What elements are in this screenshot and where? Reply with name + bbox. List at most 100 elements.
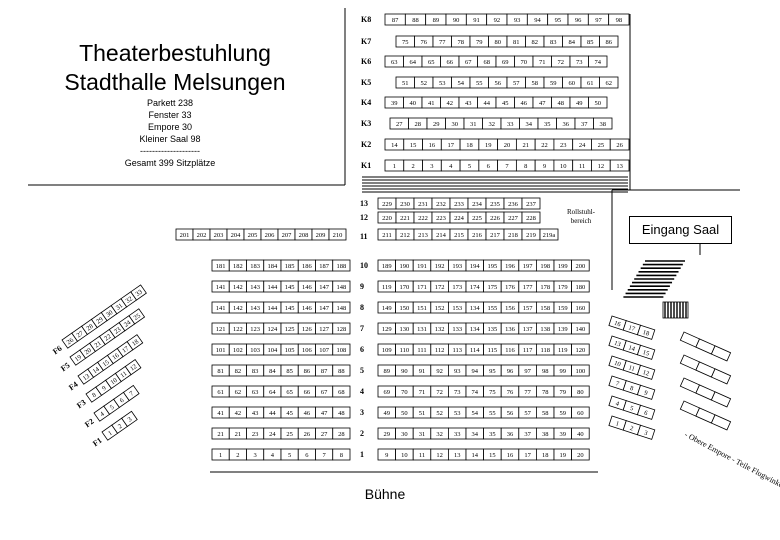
seat-number: 18 xyxy=(466,142,473,149)
seat-number: 100 xyxy=(576,368,586,375)
seat-number: 70 xyxy=(401,389,408,396)
seat: 155 xyxy=(483,301,502,314)
seat: 91 xyxy=(465,13,488,26)
seat: 232 xyxy=(431,197,451,210)
seat: 199 xyxy=(553,259,573,272)
seat: 51 xyxy=(395,76,415,89)
capacity-summary: Parkett 238 Fenster 33 Empore 30 Kleiner… xyxy=(80,97,260,169)
row-label: K3 xyxy=(361,119,371,128)
seat-number: 7 xyxy=(505,163,509,170)
seat: 146 xyxy=(297,301,316,314)
seat: 3 xyxy=(636,424,656,440)
seat: 234 xyxy=(467,197,487,210)
seat: 159 xyxy=(553,301,573,314)
seat: 98 xyxy=(608,13,630,26)
seat: 78 xyxy=(536,385,555,398)
seat: 197 xyxy=(518,259,537,272)
seat: 87 xyxy=(315,364,334,377)
seat: 38 xyxy=(593,117,613,130)
seat: 185 xyxy=(280,259,299,272)
seat: 32 xyxy=(482,117,502,130)
seat-number: 153 xyxy=(452,305,462,312)
row-label: F4 xyxy=(67,380,79,392)
seat-number: 208 xyxy=(299,232,309,239)
seat-number: 172 xyxy=(435,284,445,291)
seat-number: 41 xyxy=(217,410,224,417)
seat-number: 71 xyxy=(539,59,546,66)
seat-number: 80 xyxy=(577,389,584,396)
seat-number: 93 xyxy=(514,17,521,24)
seat: 75 xyxy=(483,385,502,398)
seat-number: 16 xyxy=(429,142,436,149)
title-line-2: Stadthalle Melsungen xyxy=(64,69,286,95)
seat-number: 84 xyxy=(269,368,276,375)
seat-number: 203 xyxy=(214,232,224,239)
seat-number: 237 xyxy=(526,201,537,208)
row-label: 5 xyxy=(360,366,364,375)
seat-number: 46 xyxy=(521,100,528,107)
seat: 202 xyxy=(192,228,211,241)
seat-number: 69 xyxy=(384,389,391,396)
seat: 175 xyxy=(483,280,502,293)
seat-number: 33 xyxy=(134,289,143,298)
seat: 92 xyxy=(486,13,508,26)
seat-number: 23 xyxy=(113,326,122,335)
seat-number: 101 xyxy=(216,347,226,354)
seat: 145 xyxy=(280,301,299,314)
seat: 65 xyxy=(280,385,299,398)
row-label: K8 xyxy=(361,15,371,24)
seat: 57 xyxy=(518,406,537,419)
seat: 144 xyxy=(263,280,282,293)
seat: 43 xyxy=(458,96,478,109)
seat: 150 xyxy=(395,301,414,314)
seat: 96 xyxy=(500,364,520,377)
seat-number: 84 xyxy=(569,39,576,46)
seat: 25 xyxy=(280,427,299,440)
seat-number: 207 xyxy=(282,232,293,239)
seat-number: 148 xyxy=(337,284,347,291)
seat-number: 97 xyxy=(595,17,602,24)
seat-number: 21 xyxy=(235,431,242,438)
seat-number: 155 xyxy=(488,305,498,312)
seat: 205 xyxy=(243,228,262,241)
seat: 171 xyxy=(412,280,432,293)
seat: 189 xyxy=(377,259,397,272)
seat-number: 224 xyxy=(454,215,465,222)
seat: 141 xyxy=(211,301,230,314)
seat-number: 114 xyxy=(470,347,480,354)
seat: 18 xyxy=(459,138,480,151)
seat-number: 33 xyxy=(507,121,514,128)
seat-number: 173 xyxy=(452,284,462,291)
seat: 23 xyxy=(553,138,574,151)
seat-number: 2 xyxy=(117,423,124,431)
seat-number: 141 xyxy=(216,305,226,312)
seat-number: 87 xyxy=(321,368,328,375)
seat-number: 10 xyxy=(401,452,408,459)
seat: 227 xyxy=(503,211,523,224)
seat: 34 xyxy=(519,117,539,130)
seat: 195 xyxy=(483,259,502,272)
seat-number: 232 xyxy=(436,201,446,208)
seat: 49 xyxy=(377,406,397,419)
seat: 179 xyxy=(553,280,573,293)
seat-number: 227 xyxy=(508,215,519,222)
seat: 95 xyxy=(483,364,502,377)
seat: 85 xyxy=(280,364,299,377)
seat-number: 128 xyxy=(337,326,347,333)
seat-number: 44 xyxy=(269,410,276,417)
seat: 76 xyxy=(414,35,434,48)
seat: 43 xyxy=(246,406,265,419)
seat-number: 81 xyxy=(217,368,224,375)
seat: 173 xyxy=(447,280,467,293)
seat-number: 121 xyxy=(216,326,226,333)
seat: 103 xyxy=(246,343,265,356)
seat-number: 152 xyxy=(435,305,445,312)
seat-number: 85 xyxy=(587,39,594,46)
seat: 219a xyxy=(539,228,559,241)
seat: 170 xyxy=(395,280,414,293)
seat-number: 14 xyxy=(472,452,479,459)
seat-number: 191 xyxy=(417,263,427,270)
seat: 217 xyxy=(485,228,505,241)
seat: 97 xyxy=(518,364,537,377)
seat: 7 xyxy=(315,448,334,461)
